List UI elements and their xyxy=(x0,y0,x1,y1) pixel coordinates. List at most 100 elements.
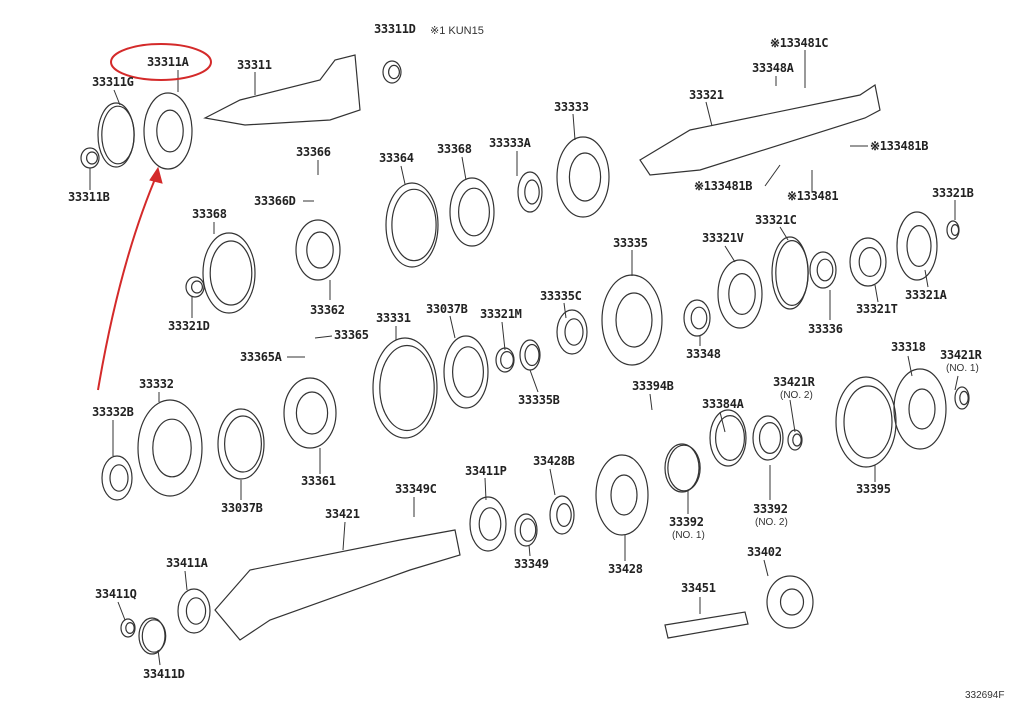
part-label-33335C[interactable]: 33335C xyxy=(540,289,582,303)
leader-line xyxy=(461,156,467,181)
part-label-33362[interactable]: 33362 xyxy=(310,303,345,317)
part-label-33331[interactable]: 33331 xyxy=(376,311,411,325)
part-label-33318[interactable]: 33318 xyxy=(891,340,926,354)
part-label-33421R-no2[interactable]: 33421R xyxy=(773,375,815,389)
part-ring-inner xyxy=(500,351,514,370)
leader-line xyxy=(113,89,121,106)
part-label-33349C[interactable]: 33349C xyxy=(395,482,437,496)
part-label-33321[interactable]: 33321 xyxy=(689,88,724,102)
part-label-33321B[interactable]: 33321B xyxy=(932,186,974,200)
leader-line xyxy=(501,321,506,351)
part-ring xyxy=(556,136,610,218)
part-ring xyxy=(549,495,575,535)
part-label-33311G[interactable]: 33311G xyxy=(92,75,134,89)
part-ring-inner xyxy=(109,464,129,492)
part-label-33321D[interactable]: 33321D xyxy=(168,319,210,333)
leader-line xyxy=(907,355,913,377)
part-label-33321M[interactable]: 33321M xyxy=(480,307,522,321)
part-ring-inner xyxy=(556,503,572,528)
part-ring-inner xyxy=(156,109,184,153)
highlight-arrowhead-icon xyxy=(149,166,163,184)
leader-line xyxy=(719,411,726,433)
part-label-33366D[interactable]: 33366D xyxy=(254,194,296,208)
part-ring xyxy=(595,454,649,536)
part-label-33321C[interactable]: 33321C xyxy=(755,213,797,227)
part-ring xyxy=(385,182,439,268)
part-label-33481B[interactable]: ※133481B xyxy=(870,139,929,153)
part-label-33481[interactable]: ※133481 xyxy=(787,189,839,203)
part-label-33394B[interactable]: 33394B xyxy=(632,379,674,393)
part-ring-inner xyxy=(458,187,491,237)
part-label-33332B[interactable]: 33332B xyxy=(92,405,134,419)
leader-line xyxy=(763,559,769,577)
part-label-33366[interactable]: 33366 xyxy=(296,145,331,159)
part-ring-inner xyxy=(775,240,809,307)
part-label-33392-no2[interactable]: 33392 xyxy=(753,502,788,516)
part-ring-inner xyxy=(816,258,834,282)
part-label-33411D[interactable]: 33411D xyxy=(143,667,185,681)
part-label-33364[interactable]: 33364 xyxy=(379,151,414,165)
part-ring xyxy=(809,251,837,289)
part-ring xyxy=(896,211,938,281)
part-label-33368[interactable]: 33368 xyxy=(437,142,472,156)
part-label-33333A[interactable]: 33333A xyxy=(489,136,531,150)
part-label-33365[interactable]: 33365 xyxy=(334,328,369,342)
part-label-33311A[interactable]: 33311A xyxy=(147,55,189,69)
part-ring-inner xyxy=(690,306,708,330)
part-label-33361[interactable]: 33361 xyxy=(301,474,336,488)
part-label-33336[interactable]: 33336 xyxy=(808,322,843,336)
leader-line xyxy=(528,544,531,557)
part-label-33321T[interactable]: 33321T xyxy=(856,302,898,316)
part-label-33428B[interactable]: 33428B xyxy=(533,454,575,468)
part-label-33311B[interactable]: 33311B xyxy=(68,190,110,204)
part-label-33311[interactable]: 33311 xyxy=(237,58,272,72)
part-label-33421[interactable]: 33421 xyxy=(325,507,360,521)
part-label-33402[interactable]: 33402 xyxy=(747,545,782,559)
part-label-33384A[interactable]: 33384A xyxy=(702,397,744,411)
part-ring xyxy=(717,259,763,329)
part-label-33321A[interactable]: 33321A xyxy=(905,288,947,302)
part-label-33395[interactable]: 33395 xyxy=(856,482,891,496)
part-label-33481C[interactable]: ※133481C xyxy=(770,36,829,50)
part-label-33335B[interactable]: 33335B xyxy=(518,393,560,407)
part-label-33037B[interactable]: 33037B xyxy=(221,501,263,515)
part-ring-inner xyxy=(564,318,584,346)
part-label-33421R-no1[interactable]: 33421R xyxy=(940,348,982,362)
part-ring-inner xyxy=(224,415,263,473)
part-ring xyxy=(514,513,538,547)
leader-line xyxy=(779,226,789,241)
part-label-33451[interactable]: 33451 xyxy=(681,581,716,595)
part-label-33335[interactable]: 33335 xyxy=(613,236,648,250)
part-label-33037B[interactable]: 33037B xyxy=(426,302,468,316)
part-ring-inner xyxy=(85,151,98,165)
part-label-33348A[interactable]: 33348A xyxy=(752,61,794,75)
leader-line xyxy=(449,315,456,339)
part-label-33428[interactable]: 33428 xyxy=(608,562,643,576)
part-label-33349[interactable]: 33349 xyxy=(514,557,549,571)
part-label-33411P[interactable]: 33411P xyxy=(465,464,507,478)
part-ring-inner xyxy=(950,224,960,237)
part-label-33333[interactable]: 33333 xyxy=(554,100,589,114)
leader-line xyxy=(563,302,567,319)
part-sublabel-no1: (NO. 1) xyxy=(672,530,705,541)
part-label-33411A[interactable]: 33411A xyxy=(166,556,208,570)
output-shaft xyxy=(639,84,881,176)
part-ring xyxy=(185,276,205,298)
leader-line xyxy=(157,649,161,666)
part-label-33348[interactable]: 33348 xyxy=(686,347,721,361)
part-label-33411Q[interactable]: 33411Q xyxy=(95,587,137,601)
part-ring xyxy=(449,177,495,247)
part-ring-inner xyxy=(379,344,435,432)
part-ring-inner xyxy=(185,597,207,625)
part-label-33368[interactable]: 33368 xyxy=(192,207,227,221)
part-ring xyxy=(517,171,543,213)
part-ring-inner xyxy=(667,444,701,492)
part-label-33392-no1[interactable]: 33392 xyxy=(669,515,704,529)
part-label-33481B[interactable]: ※133481B xyxy=(694,179,753,193)
part-label-33321V[interactable]: 33321V xyxy=(702,231,744,245)
part-ring xyxy=(295,219,341,281)
part-label-33332[interactable]: 33332 xyxy=(139,377,174,391)
part-label-33365A[interactable]: 33365A xyxy=(240,350,282,364)
part-label-33311D[interactable]: 33311D xyxy=(374,22,416,36)
